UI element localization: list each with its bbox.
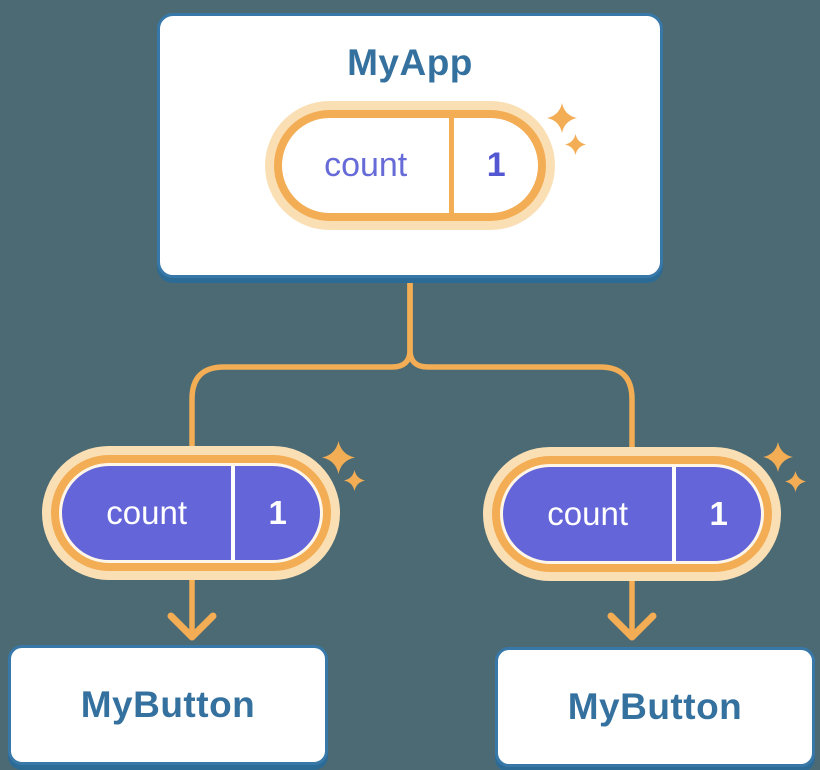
prop-label: count xyxy=(106,494,188,531)
child-card: MyButton xyxy=(495,647,815,767)
prop-pill: count 1 xyxy=(483,447,781,581)
prop-pill-body: count 1 xyxy=(500,464,764,564)
arrow-down-icon xyxy=(607,612,657,641)
sparkle-icon xyxy=(785,471,806,492)
prop-value: 1 xyxy=(672,467,761,561)
state-label: count xyxy=(324,146,408,184)
sparkle-icon xyxy=(565,134,586,155)
child-card: MyButton xyxy=(8,645,328,765)
state-pill-ring: count 1 xyxy=(274,110,546,221)
prop-pill-ring: count 1 xyxy=(492,456,772,572)
sparkle-icon xyxy=(322,441,355,474)
tree-connector-right xyxy=(407,280,635,633)
state-pill-body: count 1 xyxy=(282,118,538,213)
prop-pill: count 1 xyxy=(42,446,340,580)
state-value: 1 xyxy=(449,118,538,213)
app-title: MyApp xyxy=(347,42,473,83)
prop-value: 1 xyxy=(231,466,320,560)
child-title: MyButton xyxy=(80,684,256,725)
prop-label: count xyxy=(547,495,629,532)
arrow-down-icon xyxy=(167,612,217,641)
sparkle-icon xyxy=(344,470,365,491)
prop-pill-body: count 1 xyxy=(59,463,323,563)
sparkle-icon xyxy=(763,442,793,472)
state-pill: count 1 xyxy=(265,101,555,230)
child-title: MyButton xyxy=(567,686,743,727)
app-card: MyApp count 1 xyxy=(157,13,663,278)
prop-pill-ring: count 1 xyxy=(51,455,331,571)
sparkle-icon xyxy=(547,103,577,133)
